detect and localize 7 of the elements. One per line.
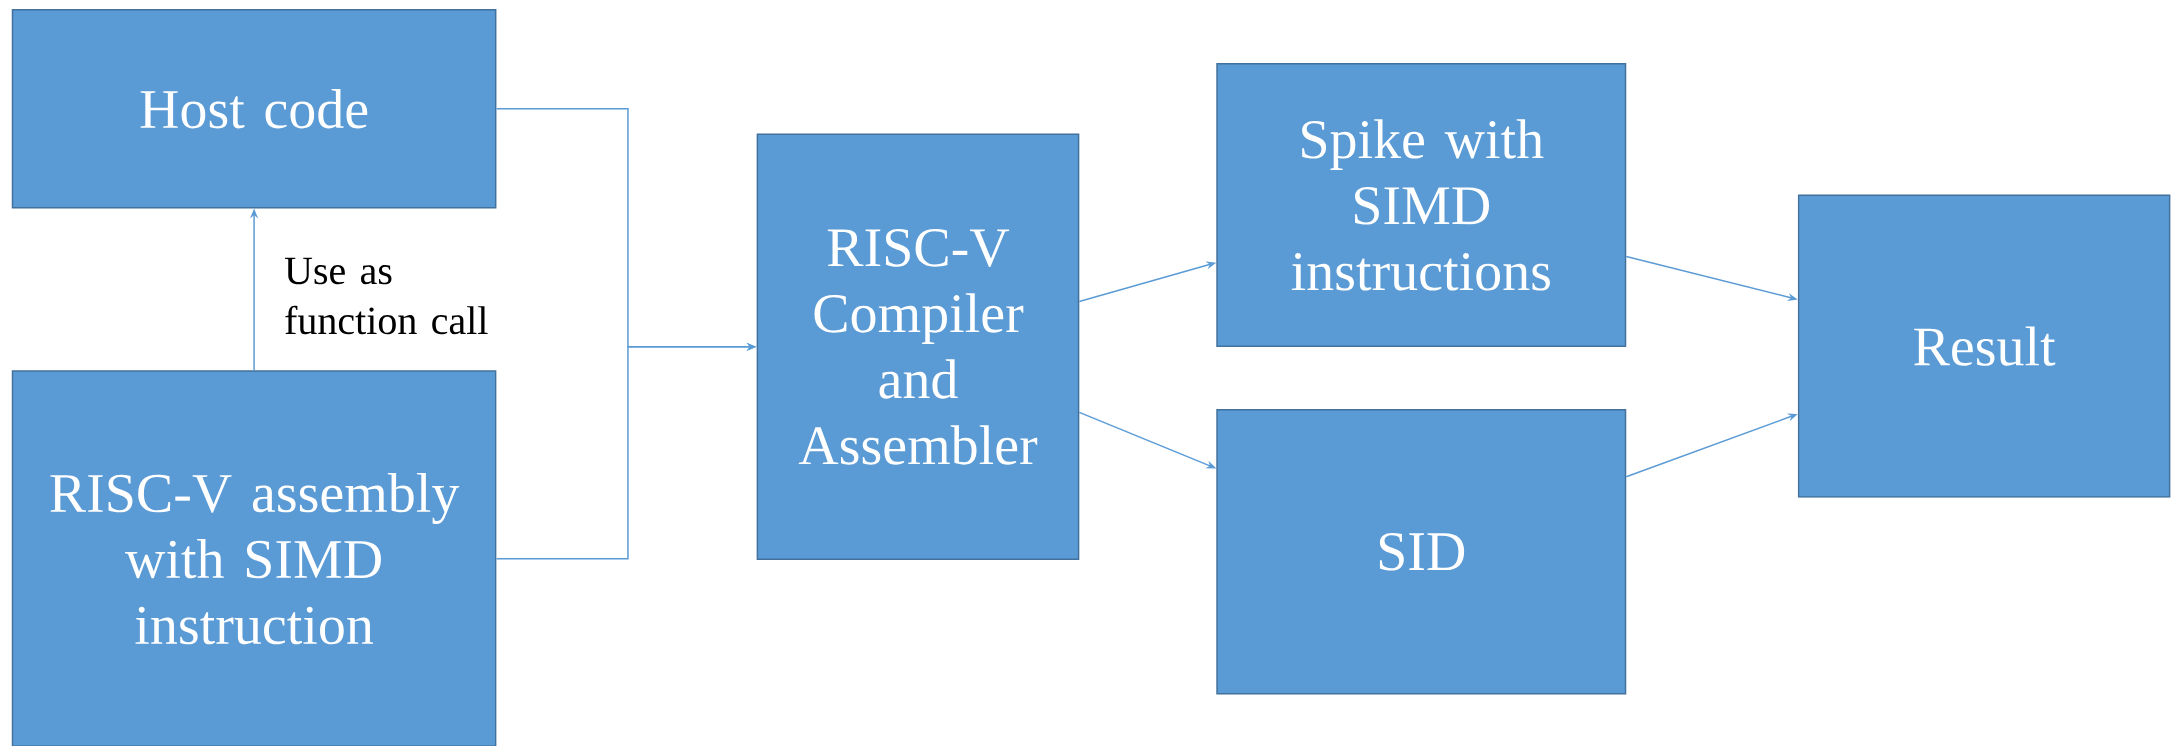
process-box: RISC-V Compiler and Assembler — [756, 133, 1080, 560]
process-box: Result — [1797, 194, 2171, 498]
process-box: Spike with SIMD instructions — [1216, 62, 1627, 347]
process-box: Host code — [11, 8, 497, 209]
process-box: RISC-V assembly with SIMD instruction — [11, 370, 497, 746]
process-box: SID — [1216, 408, 1627, 695]
edge-label: Use as function call — [284, 257, 488, 335]
